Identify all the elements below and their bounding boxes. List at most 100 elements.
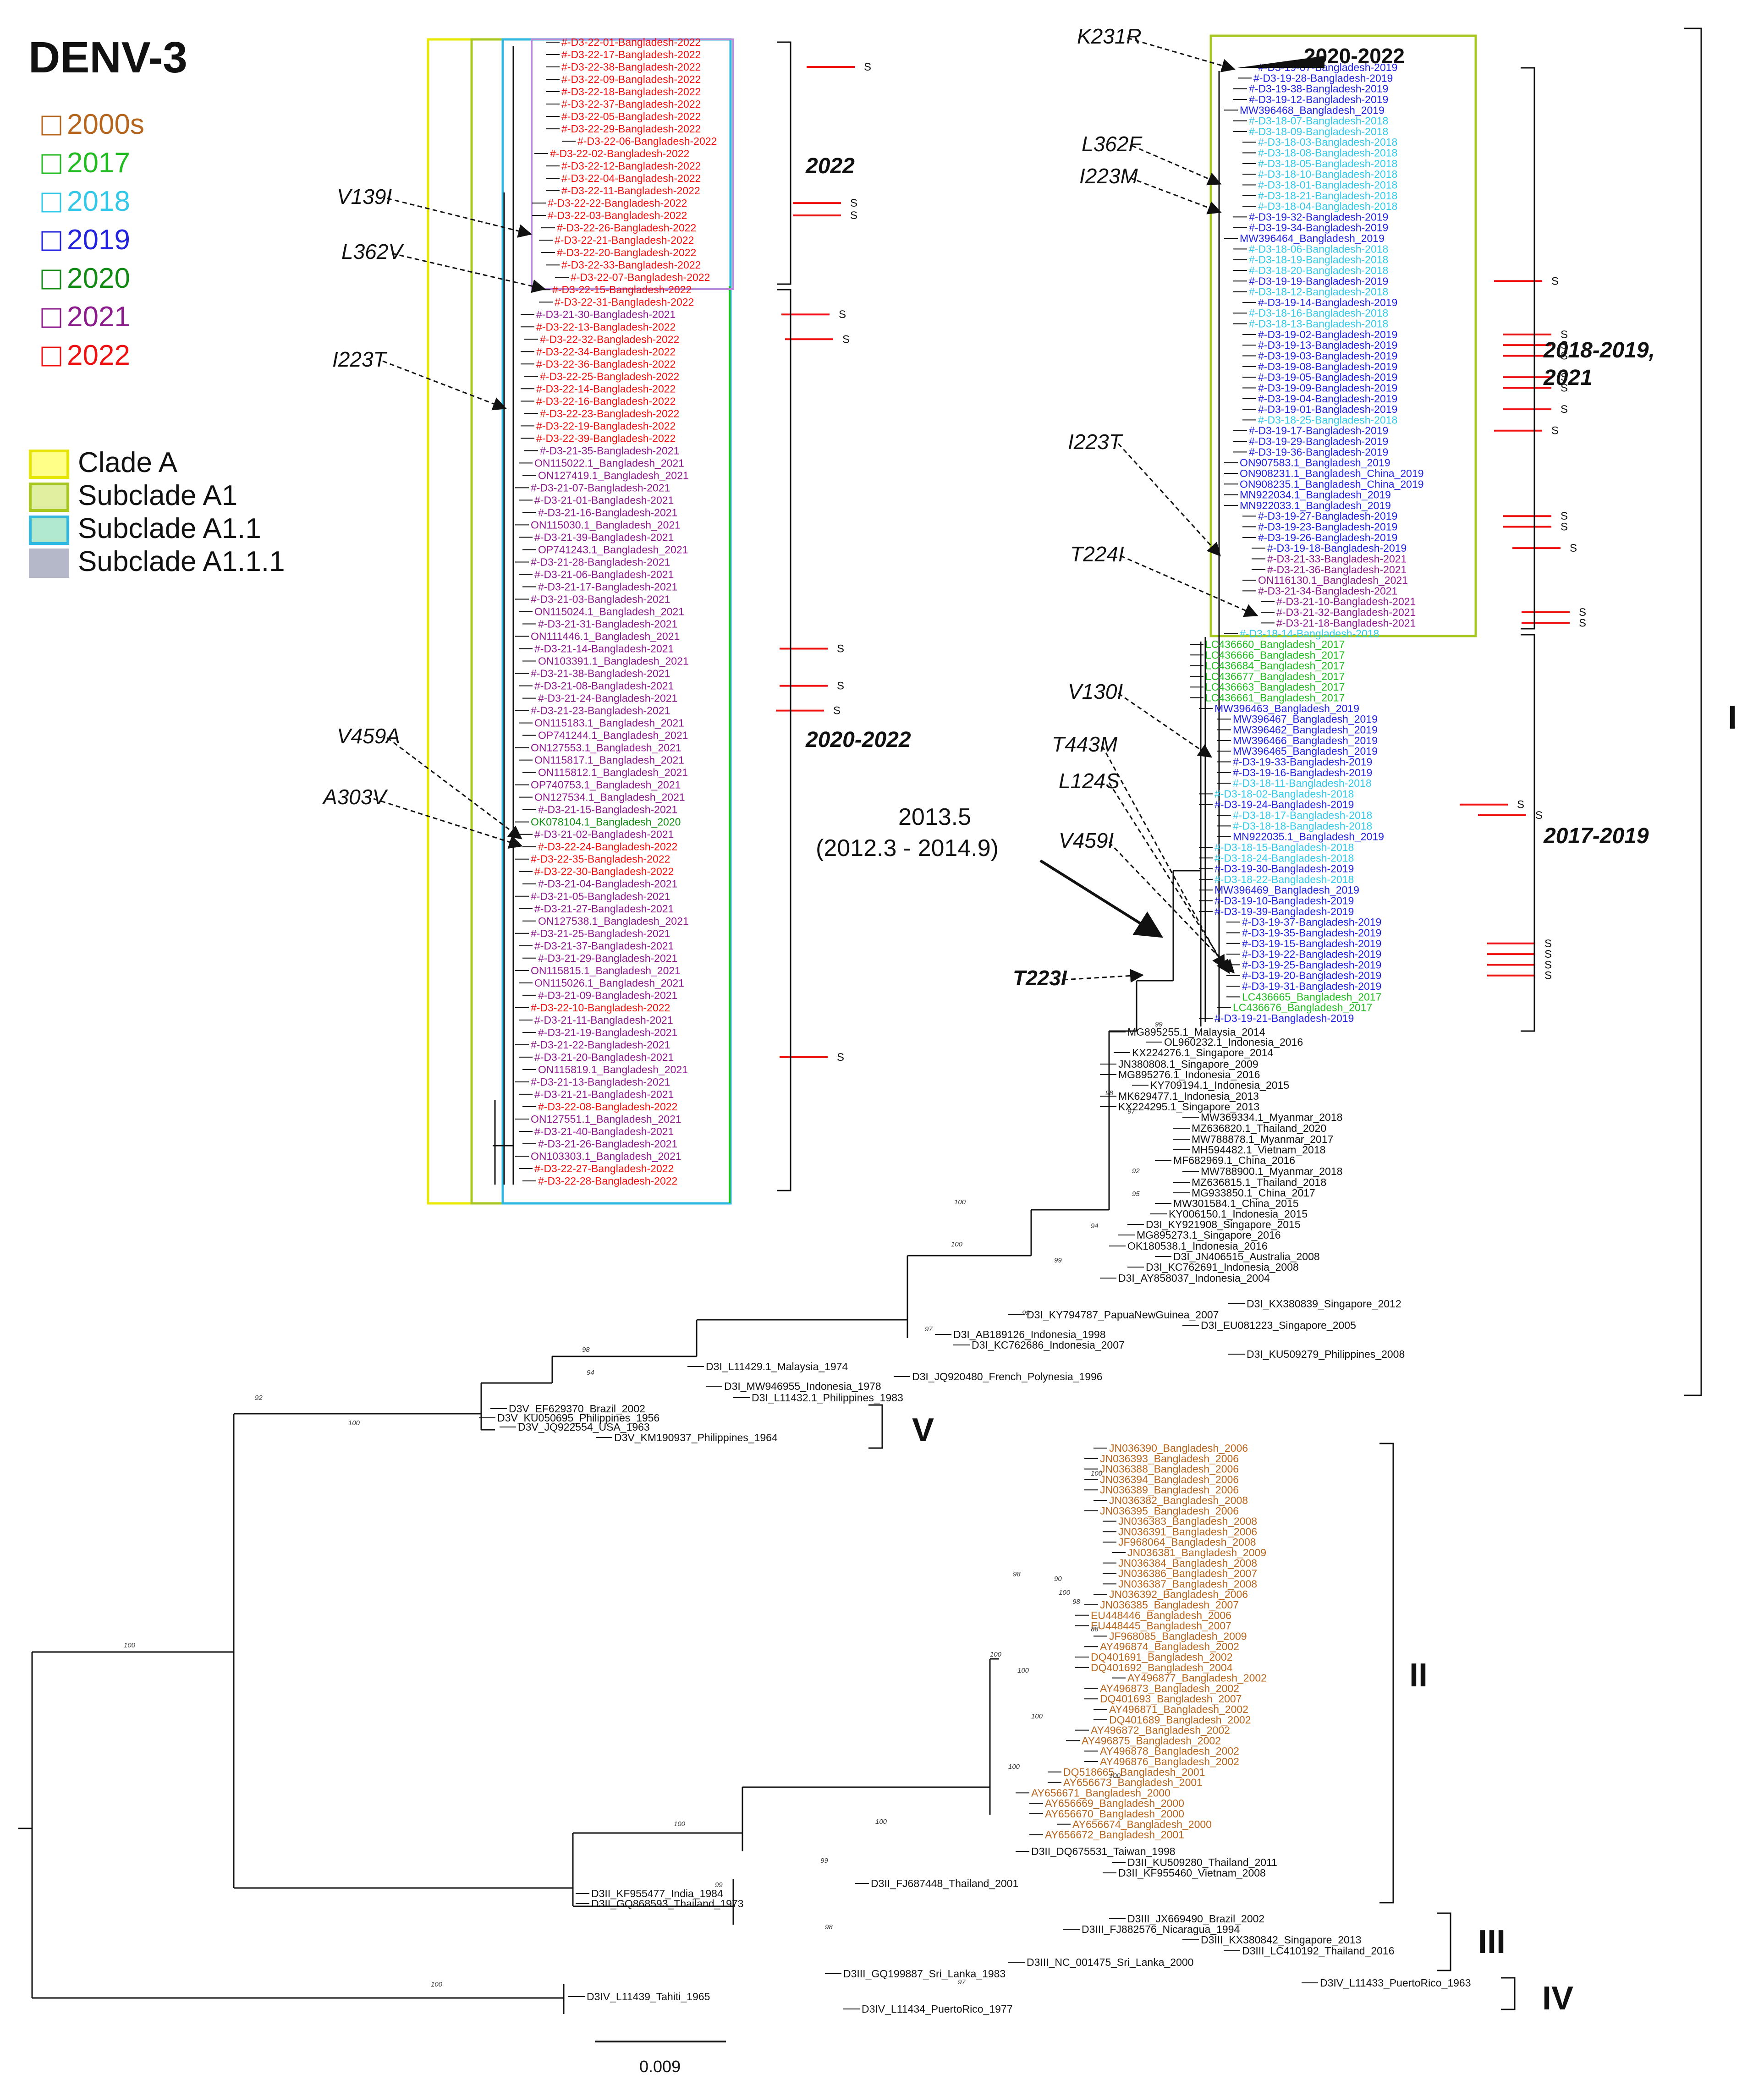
sweden-marker: S	[837, 680, 844, 692]
tip-label: #-D3-19-15-Bangladesh-2019	[1242, 938, 1381, 949]
tip-label: MW396469_Bangladesh_2019	[1214, 884, 1359, 896]
tip-label: #-D3-21-08-Bangladesh-2021	[534, 680, 674, 692]
mutation-label: T443M	[1052, 732, 1118, 756]
tip-label: #-D3-18-03-Bangladesh-2018	[1258, 136, 1397, 148]
year-swatch	[41, 154, 61, 174]
sweden-marker: S	[1544, 938, 1552, 950]
tip-label: MW369334.1_Myanmar_2018	[1201, 1111, 1342, 1123]
tip-label: #-D3-19-26-Bangladesh-2019	[1258, 532, 1397, 543]
date-estimate-interval: (2012.3 - 2014.9)	[816, 835, 999, 862]
tip-label: #-D3-19-16-Bangladesh-2019	[1233, 767, 1372, 779]
tip-label: #-D3-18-20-Bangladesh-2018	[1249, 264, 1388, 276]
tip-label: LC436684_Bangladesh_2017	[1205, 660, 1345, 672]
tip-label: #-D3-18-01-Bangladesh-2018	[1258, 179, 1397, 191]
tip-label: #-D3-22-07-Bangladesh-2022	[571, 271, 710, 283]
tip-label: #-D3-21-16-Bangladesh-2021	[538, 506, 677, 518]
tip-label: #-D3-19-17-Bangladesh-2019	[1249, 425, 1388, 437]
tip-label: #-D3-22-18-Bangladesh-2022	[561, 86, 701, 98]
tip-label: MW396462_Bangladesh_2019	[1233, 724, 1378, 736]
sweden-marker: S	[1561, 350, 1568, 362]
tip-label: #-D3-21-33-Bangladesh-2021	[1267, 553, 1407, 565]
tip-label: #-D3-18-09-Bangladesh-2018	[1249, 126, 1388, 137]
tip-label: #-D3-21-27-Bangladesh-2021	[534, 903, 674, 915]
tip-label: #-D3-19-12-Bangladesh-2019	[1249, 93, 1388, 105]
bootstrap-value: 99	[820, 1857, 828, 1865]
bootstrap-value: 97	[958, 1978, 966, 1986]
tip-label: MZ636815.1_Thailand_2018	[1192, 1176, 1326, 1188]
tip-label: D3I_AY858037_Indonesia_2004	[1118, 1272, 1270, 1284]
bootstrap-value: 100	[875, 1818, 887, 1826]
clade-legend-label: Subclade A1	[78, 480, 237, 511]
bootstrap-value: 94	[1091, 1222, 1099, 1230]
tip-label: MW301584.1_China_2015	[1173, 1197, 1299, 1209]
figure-title: DENV-3	[28, 33, 187, 82]
mutation-label: A303V	[322, 785, 388, 809]
tip-label: D3III_LC410192_Thailand_2016	[1242, 1945, 1395, 1957]
sweden-marker: S	[837, 643, 844, 655]
tip-label: #-D3-21-17-Bangladesh-2021	[538, 581, 677, 593]
tip-label: AY496875_Bangladesh_2002	[1082, 1734, 1221, 1746]
collapsed-clade-label: 2020-2022	[1304, 44, 1405, 68]
tip-label: D3IV_L11439_Tahiti_1965	[587, 1991, 710, 2003]
sweden-marker: S	[837, 1051, 844, 1064]
tip-label: ON115022.1_Bangladesh_2021	[534, 457, 684, 469]
bootstrap-value: 100	[1109, 1772, 1121, 1780]
tip-label: #-D3-22-22-Bangladesh-2022	[548, 197, 687, 209]
sweden-marker: S	[839, 308, 846, 321]
tip-label: MG895273.1_Singapore_2016	[1137, 1229, 1281, 1241]
tip-label: MW396468_Bangladesh_2019	[1240, 104, 1385, 116]
tip-label: #-D3-21-11-Bangladesh-2021	[534, 1014, 673, 1026]
mutation-arrow	[1132, 145, 1222, 186]
tip-label: #-D3-18-10-Bangladesh-2018	[1258, 168, 1397, 180]
scale-bar-label: 0.009	[639, 2057, 681, 2076]
tip-label: D3II_DQ675531_Taiwan_1998	[1031, 1845, 1176, 1857]
tip-label: JN036388_Bangladesh_2006	[1100, 1463, 1239, 1475]
genotype-i-label: I	[1728, 699, 1737, 736]
year-swatch	[41, 192, 61, 213]
mutation-label: L362V	[341, 240, 404, 263]
tip-label: #-D3-19-37-Bangladesh-2019	[1242, 916, 1381, 928]
collapsed-clade-triangle	[1237, 56, 1324, 68]
tip-label: #-D3-19-01-Bangladesh-2019	[1258, 403, 1397, 415]
bootstrap-value: 92	[255, 1394, 263, 1402]
mutation-arrow	[391, 252, 546, 293]
tip-label: D3I_KY794787_PapuaNewGuinea_2007	[1027, 1309, 1219, 1321]
mutation-label: I223M	[1079, 164, 1138, 188]
tip-label: D3V_JQ922554_USA_1963	[518, 1421, 650, 1433]
tip-label: OK078104.1_Bangladesh_2020	[531, 816, 681, 828]
tip-label: #-D3-19-22-Bangladesh-2019	[1242, 948, 1381, 960]
tip-label: OL960232.1_Indonesia_2016	[1164, 1036, 1303, 1048]
bootstrap-value: 94	[587, 1369, 594, 1377]
tip-label: #-D3-22-04-Bangladesh-2022	[561, 172, 701, 184]
tip-label: ON111446.1_Bangladesh_2021	[531, 631, 680, 642]
tip-label: #-D3-22-31-Bangladesh-2022	[555, 296, 694, 308]
tip-label: #-D3-19-13-Bangladesh-2019	[1258, 339, 1397, 351]
tip-label: OK180538.1_Indonesia_2016	[1127, 1240, 1268, 1252]
tip-label: JF968085_Bangladesh_2009	[1109, 1630, 1247, 1642]
bootstrap-value: 98	[1072, 1598, 1080, 1606]
tip-label: #-D3-22-33-Bangladesh-2022	[561, 259, 701, 271]
mutation-arrow	[1120, 555, 1258, 617]
tip-label: MZ636820.1_Thailand_2020	[1192, 1122, 1326, 1134]
tip-label: #-D3-22-37-Bangladesh-2022	[561, 98, 701, 110]
tip-label: LC436665_Bangladesh_2017	[1242, 991, 1381, 1003]
tip-label: #-D3-18-17-Bangladesh-2018	[1233, 809, 1372, 821]
tip-label: #-D3-19-19-Bangladesh-2019	[1249, 275, 1388, 287]
tip-label: #-D3-19-03-Bangladesh-2019	[1258, 350, 1397, 362]
bootstrap-value: 98	[582, 1346, 590, 1354]
tip-label: #-D3-22-30-Bangladesh-2022	[534, 866, 674, 878]
tip-label: MW788878.1_Myanmar_2017	[1192, 1133, 1333, 1145]
tip-label: ON115819.1_Bangladesh_2021	[538, 1064, 688, 1076]
genotype-ii-label: II	[1409, 1657, 1428, 1694]
tip-label: JN036382_Bangladesh_2008	[1109, 1494, 1248, 1506]
group-label-2022: 2022	[805, 154, 855, 178]
mutation-label: V459I	[1059, 829, 1114, 852]
tip-label: #-D3-19-29-Bangladesh-2019	[1249, 435, 1388, 447]
subclade-a11-green-box	[729, 286, 731, 1203]
tip-label: #-D3-18-07-Bangladesh-2018	[1249, 115, 1388, 127]
tip-label: #-D3-19-21-Bangladesh-2019	[1214, 1012, 1354, 1024]
mutation-label: V139I	[337, 185, 392, 209]
tip-label: MW396463_Bangladesh_2019	[1214, 702, 1359, 714]
tip-label: #-D3-21-23-Bangladesh-2021	[531, 705, 670, 717]
bootstrap-value: 100	[1059, 1589, 1071, 1597]
